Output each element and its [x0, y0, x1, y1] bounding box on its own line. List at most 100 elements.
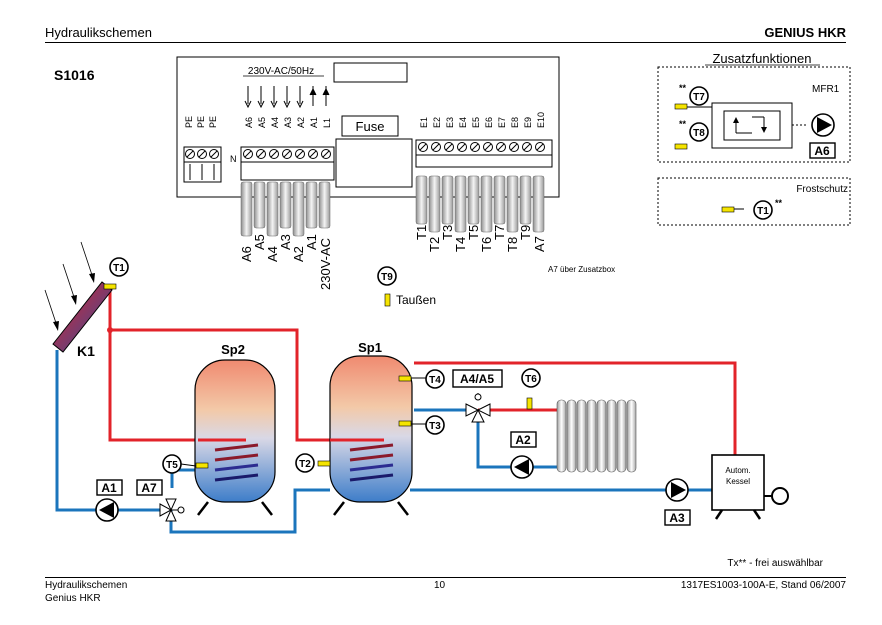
valve-a7-icon [159, 498, 185, 522]
sp1-label: Sp1 [358, 340, 382, 355]
sp1-heat-exchanger-icon [349, 443, 394, 482]
output-plugs [240, 181, 331, 237]
t2-sensor-icon [317, 460, 331, 467]
mixer-valve: A4/A5 T6 [452, 368, 541, 423]
solar-collector: K1 T1 [44, 241, 129, 359]
storage-sp1: Sp1 T4 T3 T2 [295, 340, 445, 516]
t1-sensor-icon [103, 283, 117, 290]
storage-sp2: Sp2 T5 [162, 342, 276, 516]
a7-label: A7 [141, 481, 157, 495]
terminal-label-e6: E6 [484, 117, 494, 128]
plug-label-a5: A5 [252, 234, 267, 250]
fuse-label: Fuse [356, 119, 385, 134]
piping [55, 286, 737, 534]
neutral-label: N [230, 154, 237, 164]
plug-label-t3: T3 [440, 225, 455, 240]
terminal-label-e10: E10 [536, 112, 546, 128]
plug-label-t7: T7 [492, 225, 507, 240]
input-plugs [415, 175, 545, 233]
pe-label-2: PE [196, 116, 206, 128]
t8-sensor-icon [674, 143, 688, 150]
header-rule [45, 42, 846, 43]
terminal-label-a1: A1 [309, 117, 319, 128]
header-product: GENIUS HKR [764, 25, 846, 40]
frost-asterisks: ** [775, 198, 783, 208]
footer-section: Hydraulikschemen [45, 580, 128, 591]
terminal-block: 230V-AC/50Hz PE PE PE N A6 A5 A4 A3 A2 A [176, 56, 615, 290]
a6-output-label: A6 [814, 144, 830, 158]
pe-label-1: PE [184, 116, 194, 128]
terminal-label-a3: A3 [283, 117, 293, 128]
t4-label: T4 [429, 375, 441, 386]
mixer-valve-icon [465, 393, 491, 423]
a2-label: A2 [515, 433, 531, 447]
a7-note: A7 über Zusatzbox [548, 265, 615, 274]
t6-sensor-icon [526, 397, 533, 410]
additional-functions-panel: Zusatzfunktionen MFR1 T7 ** T8 ** [657, 51, 851, 226]
terminal-label-a5: A5 [257, 117, 267, 128]
plug-label-t5: T5 [466, 225, 481, 240]
model-id: S1016 [54, 67, 95, 83]
outdoor-sensor-label: Taußen [396, 293, 436, 307]
t8-label: T8 [693, 128, 705, 139]
sp2-label: Sp2 [221, 342, 245, 357]
boiler-icon [711, 454, 765, 511]
collector-label: K1 [77, 343, 95, 359]
sp2-heat-exchanger-icon [214, 443, 259, 482]
document-reference: 1317ES1003-100A-E, Stand 06/2007 [680, 580, 846, 591]
plug-label-t1: T1 [414, 225, 429, 240]
terminal-label-a4: A4 [270, 117, 280, 128]
outdoor-sensor: T9 Taußen [377, 266, 436, 307]
plug-label-t4: T4 [453, 237, 468, 252]
t9-label: T9 [381, 272, 393, 283]
terminal-label-e3: E3 [445, 117, 455, 128]
t5-sensor-icon [195, 462, 209, 469]
frost-protection-title: Frostschutz [796, 184, 848, 195]
plug-label-a4: A4 [265, 246, 280, 262]
header-title: Hydraulikschemen [45, 25, 152, 40]
t8-asterisks: ** [679, 119, 687, 129]
valve-a7: A7 [136, 479, 185, 522]
frost-sensor-icon [721, 206, 735, 213]
terminal-label-a2: A2 [296, 117, 306, 128]
plug-label-a6: A6 [239, 246, 254, 262]
terminal-label-e8: E8 [510, 117, 520, 128]
boiler-label-line2: Kessel [726, 477, 750, 486]
t7-sensor-icon [674, 103, 688, 110]
terminal-label-e5: E5 [471, 117, 481, 128]
page-number: 10 [434, 580, 446, 591]
t1-label: T1 [113, 263, 125, 274]
plug-label-a7: A7 [532, 236, 547, 252]
mfr-controller-icon [723, 110, 781, 141]
plug-label-a3: A3 [278, 234, 293, 250]
plug-label-a2: A2 [291, 246, 306, 262]
pe-label-3: PE [208, 116, 218, 128]
pump-a2: A2 [510, 431, 537, 479]
additional-functions-title: Zusatzfunktionen [712, 51, 811, 66]
t3-sensor-icon [398, 420, 412, 427]
terminal-label-e9: E9 [523, 117, 533, 128]
t4-sensor-icon [398, 375, 412, 382]
t5-label: T5 [166, 460, 178, 471]
terminal-label-l1: L1 [322, 118, 332, 128]
t2-label: T2 [299, 459, 311, 470]
supply-arrows [244, 86, 330, 109]
plug-label-230v: 230V-AC [318, 238, 333, 290]
a1-label: A1 [101, 481, 117, 495]
plug-label-t8: T8 [505, 237, 520, 252]
footer-rule [45, 577, 846, 578]
mixer-label: A4/A5 [460, 372, 494, 386]
a3-label: A3 [669, 511, 685, 525]
terminal-label-a6: A6 [244, 117, 254, 128]
output-screw-terminals [240, 146, 335, 181]
t7-asterisks: ** [679, 83, 687, 93]
radiator-icon [556, 399, 637, 473]
terminal-label-e2: E2 [432, 117, 442, 128]
terminal-label-e1: E1 [419, 117, 429, 128]
pump-a3: A3 [664, 478, 691, 526]
plug-label-a1: A1 [304, 234, 319, 250]
t3-label: T3 [429, 421, 441, 432]
t6-label: T6 [525, 374, 537, 385]
